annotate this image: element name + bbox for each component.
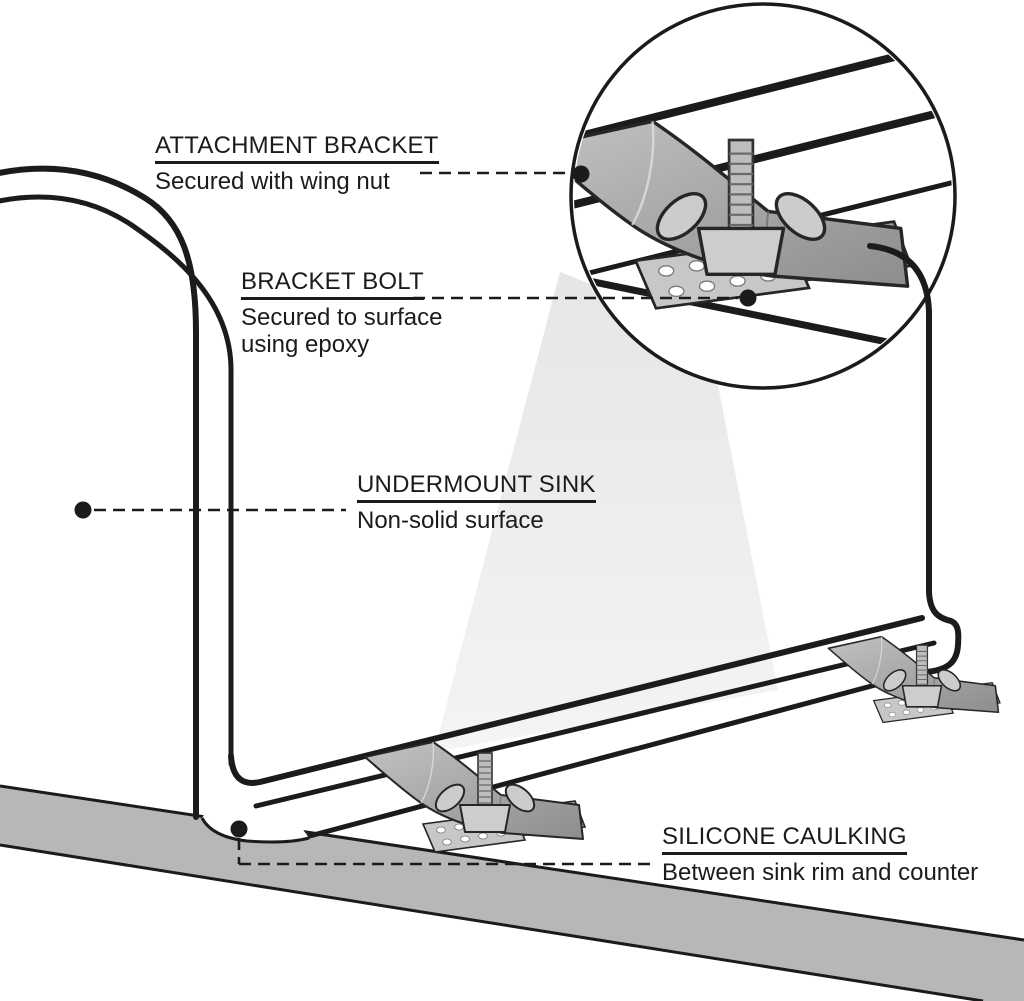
caulk-bead xyxy=(200,812,310,844)
leader-dot-undermount-sink xyxy=(74,501,92,519)
label-bracket-bolt: BRACKET BOLT Secured to surface using ep… xyxy=(241,268,442,358)
label-attachment-bracket-title: ATTACHMENT BRACKET xyxy=(155,132,439,164)
label-attachment-bracket-subtitle: Secured with wing nut xyxy=(155,168,390,195)
label-undermount-sink-title: UNDERMOUNT SINK xyxy=(357,471,596,503)
leader-undermount-sink xyxy=(74,501,346,519)
leader-dot-attachment-bracket xyxy=(572,165,590,183)
magnifier-light-beam xyxy=(434,272,778,752)
leader-silicone-caulking xyxy=(230,820,656,866)
label-silicone-caulking-subtitle: Between sink rim and counter xyxy=(662,859,979,886)
leader-attachment-bracket xyxy=(420,165,590,183)
label-undermount-sink: UNDERMOUNT SINK Non-solid surface xyxy=(357,471,596,534)
label-bracket-bolt-title: BRACKET BOLT xyxy=(241,268,424,300)
label-bracket-bolt-subtitle-line2: using epoxy xyxy=(241,331,370,358)
bracket-bottom-center xyxy=(364,741,586,853)
label-silicone-caulking: SILICONE CAULKING Between sink rim and c… xyxy=(662,823,978,886)
leader-bracket-bolt xyxy=(413,289,757,307)
leader-lines xyxy=(74,165,757,866)
leader-dot-bracket-bolt xyxy=(739,289,757,307)
label-bracket-bolt-subtitle-line1: Secured to surface xyxy=(241,304,443,331)
leader-dot-silicone-caulking xyxy=(230,820,248,838)
sink-outline xyxy=(0,165,962,840)
label-attachment-bracket: ATTACHMENT BRACKET Secured with wing nut xyxy=(155,132,439,195)
label-silicone-caulking-title: SILICONE CAULKING xyxy=(662,823,907,855)
label-undermount-sink-subtitle: Non-solid surface xyxy=(357,507,544,534)
